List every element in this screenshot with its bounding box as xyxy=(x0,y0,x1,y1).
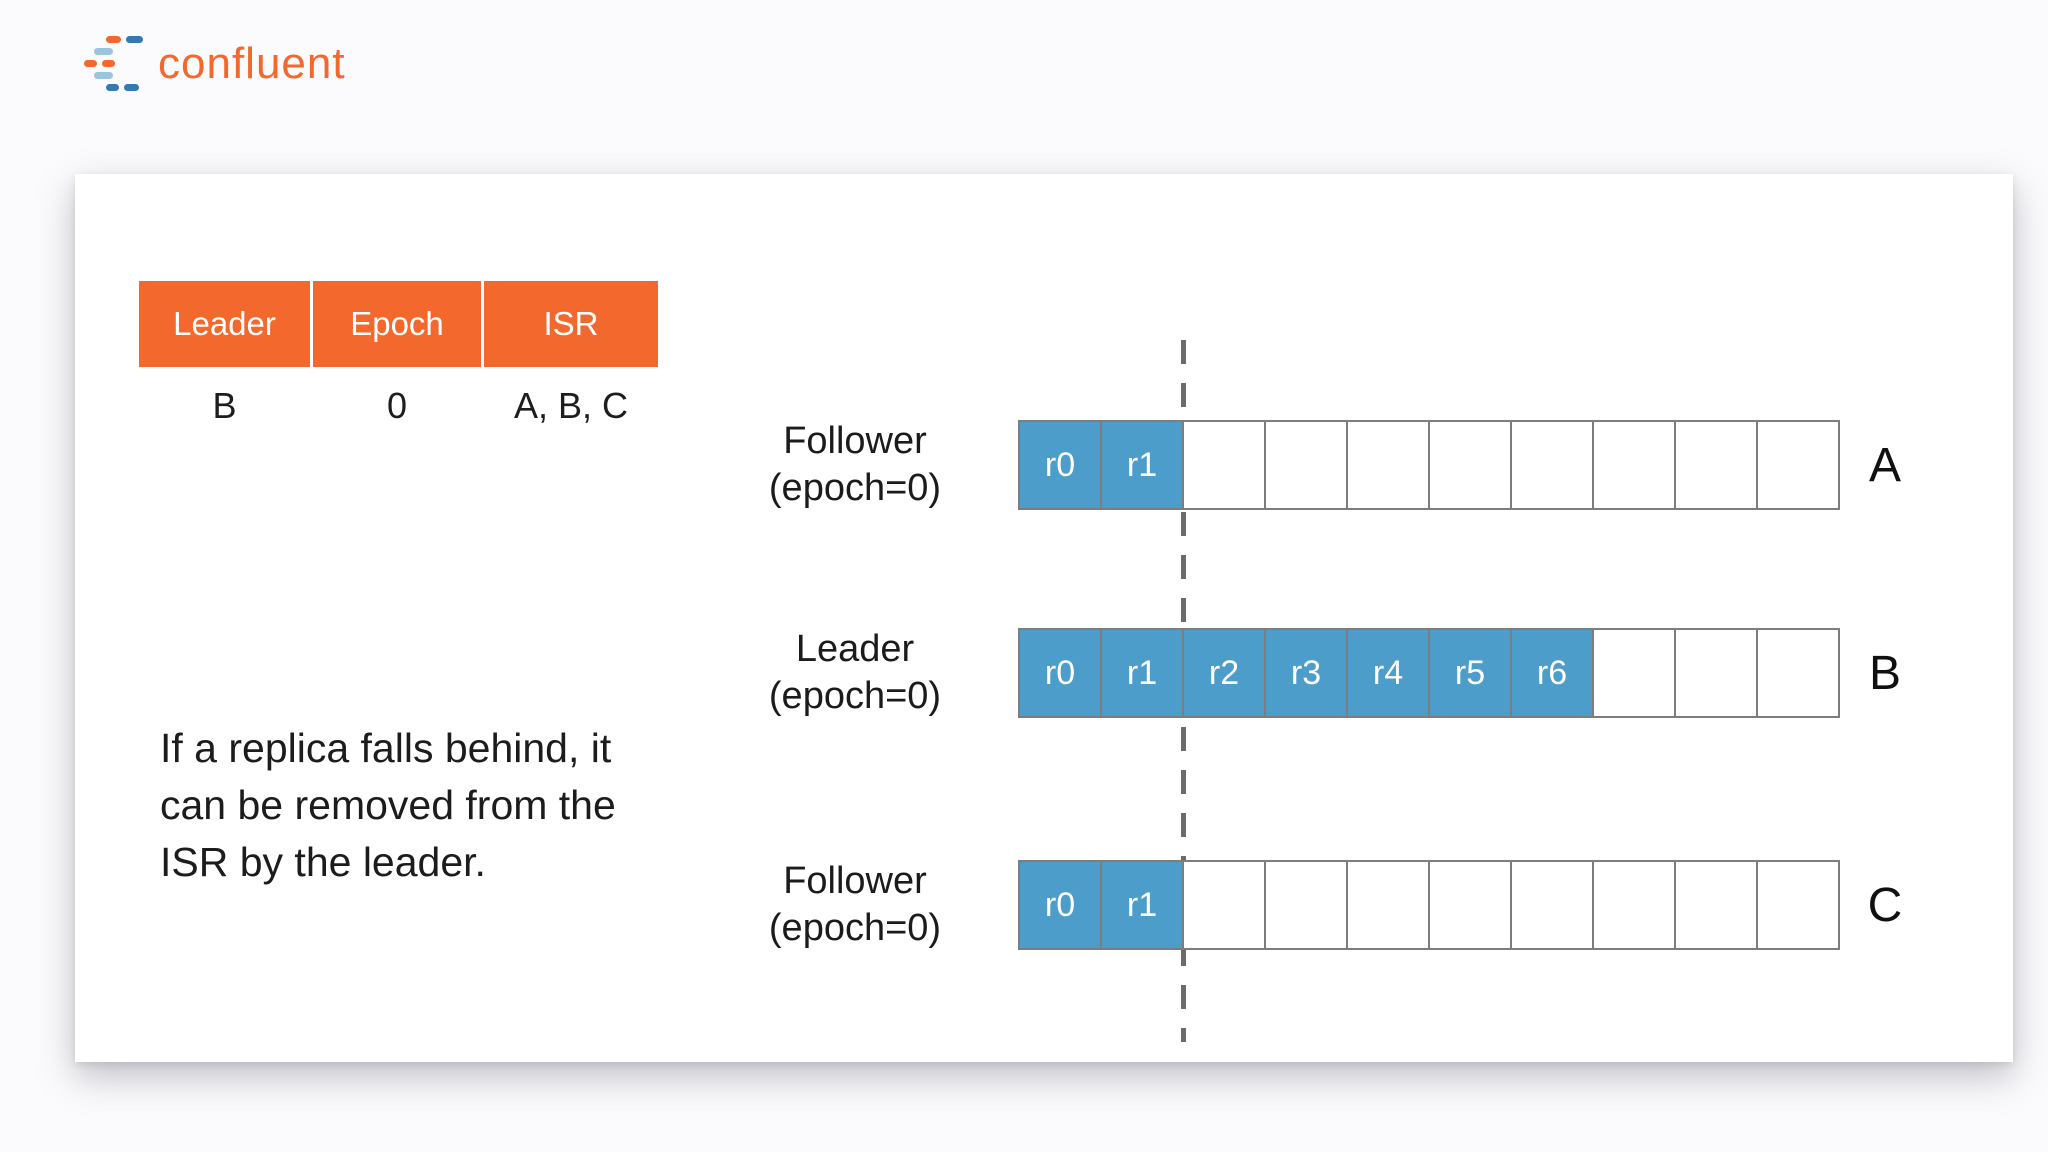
logo-text: confluent xyxy=(158,39,346,88)
empty-log-cell xyxy=(1346,420,1430,510)
table-header-isr: ISR xyxy=(484,281,658,367)
table-header-row: Leader Epoch ISR xyxy=(139,281,661,367)
replica-role-label: Follower(epoch=0) xyxy=(768,420,942,509)
empty-log-cell xyxy=(1182,420,1266,510)
empty-log-cell xyxy=(1182,860,1266,950)
replica-id-label: C xyxy=(1867,878,1903,932)
replica-id-label: B xyxy=(1868,646,1901,700)
record-cell: r5 xyxy=(1428,628,1512,718)
replica-role-label: Follower(epoch=0) xyxy=(768,860,942,949)
empty-log-cell xyxy=(1674,420,1758,510)
record-cell: r0 xyxy=(1018,420,1102,510)
slide-card: Leader Epoch ISR B 0 A, B, C If a replic… xyxy=(75,174,2013,1062)
empty-log-cell xyxy=(1510,860,1594,950)
record-cell: r0 xyxy=(1018,860,1102,950)
empty-log-cell xyxy=(1756,860,1840,950)
empty-log-cell xyxy=(1264,860,1348,950)
caption-text: If a replica falls behind, it can be rem… xyxy=(160,725,616,885)
record-cell: r2 xyxy=(1182,628,1266,718)
confluent-logo: confluent xyxy=(84,36,346,92)
table-cell-isr: A, B, C xyxy=(513,385,629,426)
empty-log-cell xyxy=(1264,420,1348,510)
replica-id-label: A xyxy=(1868,438,1901,492)
empty-log-cell xyxy=(1592,860,1676,950)
record-cell: r1 xyxy=(1100,860,1184,950)
empty-log-cell xyxy=(1592,420,1676,510)
record-cell: r6 xyxy=(1510,628,1594,718)
empty-log-cell xyxy=(1674,860,1758,950)
record-cell: r0 xyxy=(1018,628,1102,718)
record-cell: r1 xyxy=(1100,628,1184,718)
empty-log-cell xyxy=(1428,420,1512,510)
table-cell-leader: B xyxy=(212,385,237,426)
replica-role-label: Leader(epoch=0) xyxy=(768,628,942,717)
empty-log-cell xyxy=(1346,860,1430,950)
table-header-leader: Leader xyxy=(139,281,310,367)
empty-log-cell xyxy=(1428,860,1512,950)
confluent-dashes-icon xyxy=(84,36,156,92)
empty-log-cell xyxy=(1510,420,1594,510)
empty-log-cell xyxy=(1592,628,1676,718)
table-data-row: B 0 A, B, C xyxy=(139,367,661,445)
empty-log-cell xyxy=(1756,628,1840,718)
record-cell: r4 xyxy=(1346,628,1430,718)
isr-state-table: Leader Epoch ISR B 0 A, B, C xyxy=(139,281,661,445)
table-cell-epoch: 0 xyxy=(386,385,408,426)
empty-log-cell xyxy=(1756,420,1840,510)
empty-log-cell xyxy=(1674,628,1758,718)
record-cell: r3 xyxy=(1264,628,1348,718)
table-header-epoch: Epoch xyxy=(313,281,481,367)
record-cell: r1 xyxy=(1100,420,1184,510)
